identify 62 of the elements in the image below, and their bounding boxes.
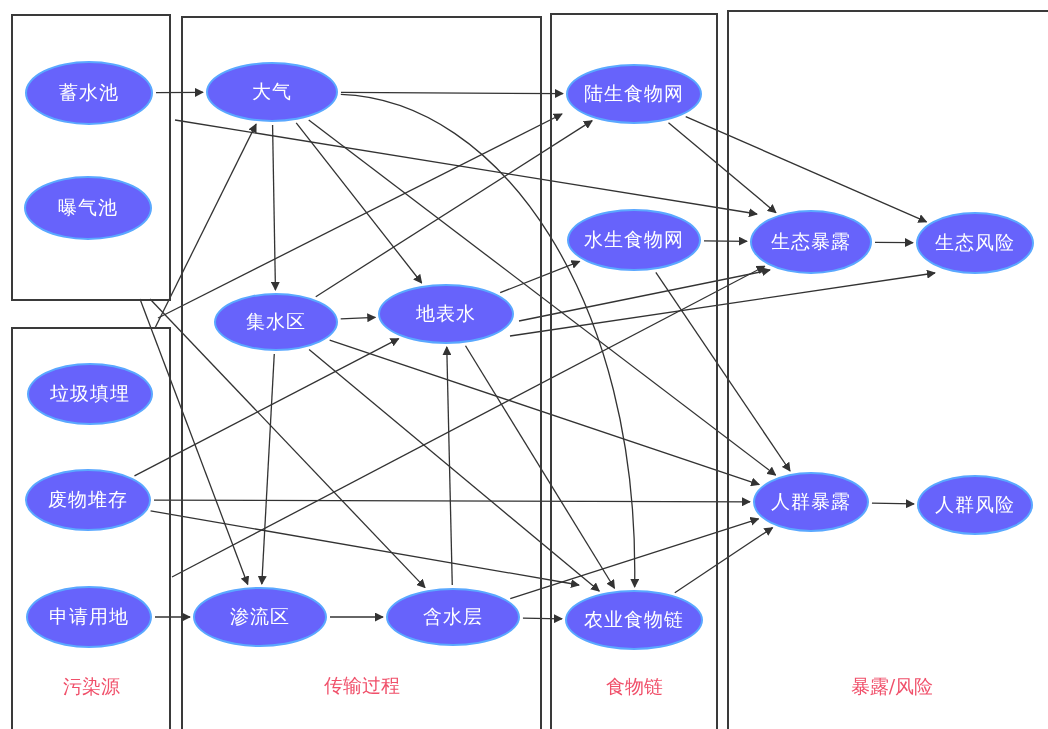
arrow [329, 612, 384, 622]
arrow [442, 346, 453, 586]
arrow [685, 115, 928, 223]
node-label: 申请用地 [49, 604, 129, 629]
arrow [149, 298, 426, 589]
node-label: 人群风险 [935, 492, 1015, 517]
node-label: 垃圾填埋 [50, 381, 130, 406]
node-label: 人群暴露 [771, 489, 851, 514]
process-ellipse [567, 209, 701, 271]
arrow [340, 93, 639, 588]
node-label: 蓄水池 [59, 80, 119, 105]
arrow [464, 345, 616, 589]
arrow [174, 119, 758, 218]
panel-title: 污染源 [61, 674, 121, 698]
group-box [11, 14, 171, 301]
arrow [154, 123, 257, 329]
arrow [655, 271, 791, 472]
node-label: 曝气池 [58, 195, 118, 220]
process-ellipse [753, 472, 869, 532]
group-panel [550, 13, 718, 729]
arrow [139, 298, 250, 586]
node-label: 废物堆存 [48, 487, 128, 512]
arrow [667, 122, 777, 214]
arrow [522, 614, 563, 624]
arrow [155, 87, 204, 97]
arrow [257, 353, 275, 585]
arrow [509, 517, 760, 600]
arrow [157, 113, 563, 319]
node-label: 农业食物链 [584, 607, 684, 632]
node-label: 生态暴露 [771, 229, 851, 254]
arrow [703, 236, 748, 246]
arrow [154, 612, 191, 622]
node-label: 生态风险 [935, 230, 1015, 255]
arrow [509, 269, 936, 337]
arrow [149, 510, 580, 589]
arrow [133, 337, 400, 477]
arrow [340, 89, 564, 99]
arrow [308, 119, 777, 476]
node-label: 水生食物网 [584, 227, 684, 252]
arrow [315, 120, 593, 298]
arrow [308, 348, 600, 592]
arrow [153, 497, 751, 507]
arrow [871, 499, 915, 509]
arrow [295, 122, 423, 284]
group-panel [727, 10, 1048, 729]
node-label: 大气 [252, 79, 292, 104]
arrow [340, 313, 377, 323]
group-panel [11, 327, 171, 729]
node-label: 地表水 [416, 301, 476, 326]
panel-title: 食物链 [604, 674, 664, 698]
arrow [518, 267, 771, 322]
group-panel [181, 16, 542, 729]
arrow [499, 260, 581, 294]
node-label: 含水层 [423, 604, 483, 629]
node-label: 集水区 [246, 309, 306, 334]
node-label: 渗流区 [230, 604, 290, 629]
panel-title: 传输过程 [322, 673, 401, 697]
panel-title: 暴露/风险 [849, 674, 935, 698]
process-ellipse [916, 212, 1034, 274]
arrow [270, 124, 280, 291]
arrow [874, 238, 914, 248]
node-label: 陆生食物网 [584, 81, 684, 106]
